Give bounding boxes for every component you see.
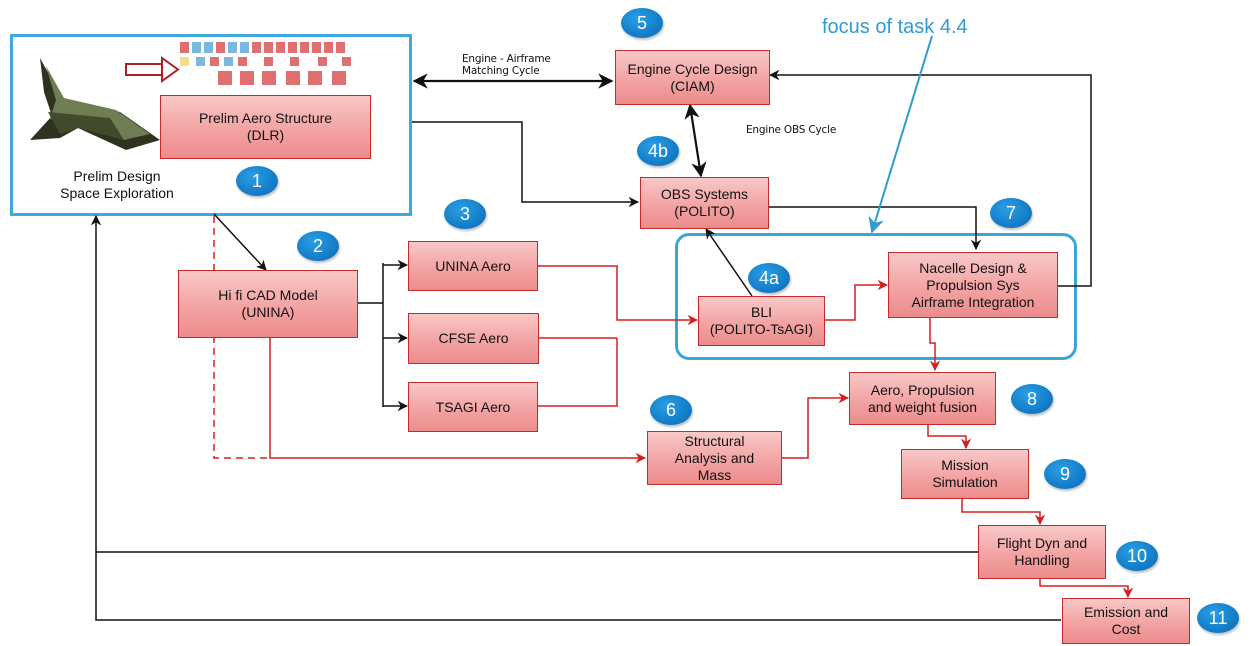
aero-propulsion-fusion-box: Aero, Propulsion and weight fusion [849,372,996,425]
badge-9: 9 [1044,459,1086,489]
edge-dlr-to-obs [412,121,640,208]
badge-11: 11 [1197,603,1239,633]
layout-grid-icon [180,42,351,85]
edge-nacelle-to-cycle [768,69,1092,287]
badge-8: 8 [1011,384,1053,414]
engine-airframe-label: Engine - Airframe Matching Cycle [462,53,551,77]
edge-aero-to-mission [927,425,972,450]
tsagi-aero-box: TSAGI Aero [408,382,538,432]
badge-1: 1 [236,166,278,196]
task-4-4-cluster [675,233,1077,360]
edge-cad-to-structural [269,338,647,464]
nacelle-design-box: Nacelle Design & Propulsion Sys Airframe… [888,252,1058,318]
edge-tsagi-to-bli [538,338,618,407]
badge-4b: 4b [637,136,679,166]
edge-nacelle-to-aero [929,318,941,372]
structural-analysis-box: Structural Analysis and Mass [647,431,782,485]
badge-10: 10 [1116,541,1158,571]
badge-3: 3 [444,199,486,229]
prelim-aero-structure-box: Prelim Aero Structure (DLR) [160,95,371,159]
edge-cycle-obs [684,103,707,178]
cfse-aero-box: CFSE Aero [408,313,539,364]
aircraft-icon [30,58,160,150]
mission-simulation-box: Mission Simulation [901,449,1029,499]
engine-obs-label: Engine OBS Cycle [746,124,837,136]
edge-structural-to-aero [782,392,850,459]
edge-obs-to-nacelle [769,206,982,251]
flight-dyn-box: Flight Dyn and Handling [978,525,1106,579]
badge-2: 2 [297,231,339,261]
badge-7: 7 [990,198,1032,228]
edge-unina-to-bli [538,265,699,326]
focus-label: focus of task 4.4 [822,16,968,38]
edge-bli-to-obs [705,228,753,297]
badge-4a: 4a [748,263,790,293]
focus-arrow [868,35,933,234]
emission-cost-box: Emission and Cost [1062,598,1190,644]
edge-frame-to-cad [213,213,267,271]
edge-bli-to-nacelle [825,279,889,321]
right-arrow-icon [125,56,180,83]
edge-emission-return [95,552,1061,621]
edge-frame-to-structural [213,216,270,459]
bli-box: BLI (POLITO-TsAGI) [698,296,825,346]
badge-5: 5 [621,8,663,38]
engine-cycle-design-box: Engine Cycle Design (CIAM) [615,50,770,105]
badge-6: 6 [650,395,692,425]
edge-flight-to-emission [1039,579,1134,599]
obs-systems-box: OBS Systems (POLITO) [640,177,769,229]
hifi-cad-model-box: Hi fi CAD Model (UNINA) [178,270,358,338]
unina-aero-box: UNINA Aero [408,241,538,291]
edge-mission-to-flight [961,499,1046,526]
frame-caption: Prelim Design Space Exploration [60,168,174,201]
design-space-frame [10,34,412,216]
